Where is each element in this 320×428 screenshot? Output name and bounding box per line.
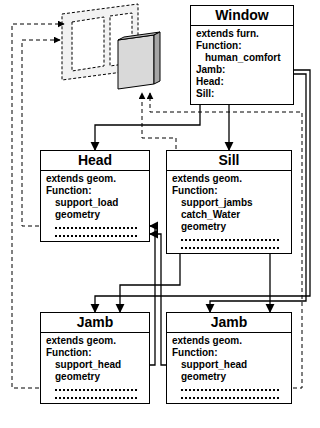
class-name: Jamb [41, 313, 149, 333]
attribute-text: extends geom. [167, 173, 291, 185]
attribute-text: Sill: [191, 88, 293, 100]
attribute-text: geometry [167, 371, 291, 383]
attribute-text: Function: [191, 40, 293, 52]
class-box: Window extends furn.Function:human_comfor… [190, 5, 294, 105]
attribute-text: extends geom. [167, 335, 291, 347]
attribute-text: support_jambs [167, 197, 291, 209]
dotted-placeholder [55, 388, 137, 391]
attribute-text: geometry [41, 209, 149, 221]
class-name: Sill [167, 151, 291, 171]
attribute-text: catch_Water [167, 209, 291, 221]
reference-arrow [150, 226, 155, 365]
reference-arrow [95, 105, 200, 150]
class-name: Window [191, 6, 293, 26]
attribute-text: geometry [41, 371, 149, 383]
attribute-text: support_head [167, 359, 291, 371]
attribute-text: human_comfort [191, 52, 293, 64]
attribute-text: Head: [191, 76, 293, 88]
dotted-placeholder [181, 396, 279, 399]
dotted-placeholder [181, 238, 279, 241]
class-name: Head [41, 151, 149, 171]
attribute-text: Jamb: [191, 64, 293, 76]
reference-arrow [228, 105, 229, 150]
class-box: Head extends geom.Function:support_loadge… [40, 150, 150, 242]
attribute-text: extends geom. [41, 335, 149, 347]
dotted-placeholder [181, 246, 279, 249]
dotted-placeholder [181, 388, 279, 391]
reference-arrow [150, 234, 166, 365]
dotted-placeholder [55, 396, 137, 399]
box-padding [191, 100, 293, 104]
attribute-text: Function: [167, 185, 291, 197]
attribute-text: Function: [167, 347, 291, 359]
class-name: Jamb [167, 313, 291, 333]
attribute-text: extends geom. [41, 173, 149, 185]
attribute-text: extends furn. [191, 28, 293, 40]
reference-arrow [120, 254, 180, 312]
attribute-text: Function: [41, 185, 149, 197]
dotted-placeholder [55, 226, 137, 229]
class-box: Jamb extends geom.Function:support_headge… [166, 312, 292, 404]
attribute-text: support_head [41, 359, 149, 371]
attribute-text: Function: [41, 347, 149, 359]
attribute-text: geometry [167, 221, 291, 233]
class-box: Sill extends geom.Function:support_jambsc… [166, 150, 292, 254]
dotted-placeholder [55, 234, 137, 237]
attribute-text: support_load [41, 197, 149, 209]
reference-arrow [269, 254, 270, 312]
class-box: Jamb extends geom.Function:support_headge… [40, 312, 150, 404]
window-illustration [62, 4, 160, 89]
